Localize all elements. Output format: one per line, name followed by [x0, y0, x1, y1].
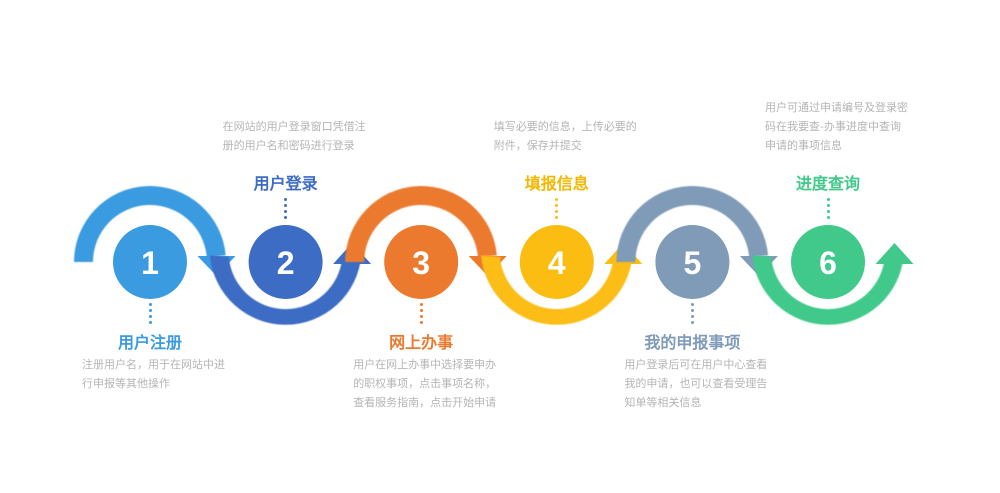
- dotted-connector: [690, 303, 694, 327]
- step-number: 6: [819, 245, 837, 281]
- step-number: 3: [412, 245, 430, 281]
- step-title-4: 填报信息: [524, 174, 589, 193]
- step-circle-6: [791, 225, 865, 299]
- flow-arc-2: [209, 255, 362, 325]
- step-title-3: 网上办事: [389, 333, 454, 352]
- flow-arc-5: [616, 186, 769, 262]
- step-title-6: 进度查询: [795, 174, 860, 193]
- dotted-connector: [148, 303, 152, 327]
- step-description-1: 注册用户名，用于在网站中进行申报等其他操作: [82, 358, 225, 390]
- step-circle-1: [113, 225, 187, 299]
- flow-arc-3: [345, 186, 497, 262]
- step-number: 2: [277, 245, 295, 281]
- step-description-2: 在网站的用户登录窗口凭借注册的用户名和密码进行登录: [222, 120, 366, 152]
- step-circle-2: [248, 225, 323, 299]
- step-number: 1: [141, 245, 159, 281]
- dotted-connector: [826, 198, 830, 222]
- step-number: 4: [548, 245, 566, 281]
- step-description-3: 用户在网上办事中选择要申办的职权事项，点击事项名称，查看服务指南，点击开始申请: [353, 358, 497, 409]
- dotted-connector: [284, 198, 288, 222]
- step-description-6: 用户可通过申请编号及登录密码在我要查-办事进度中查询申请的事项信息: [765, 101, 908, 152]
- step-title-1: 用户注册: [117, 333, 182, 352]
- dotted-connector: [419, 303, 423, 327]
- flow-arc-1: [74, 185, 226, 262]
- flow-arc-6: [752, 255, 904, 325]
- step-circle-3: [384, 225, 459, 299]
- step-description-5: 用户登录后可在用户中心查看我的申请，也可以查看受理告知单等相关信息: [624, 358, 768, 409]
- step-title-2: 用户登录: [253, 174, 318, 193]
- flow-arc-4: [481, 255, 633, 325]
- step-description-4: 填写必要的信息，上传必要的附件，保存并提交: [493, 120, 637, 152]
- dotted-connector: [555, 198, 559, 222]
- step-title-5: 我的申报事项: [644, 333, 741, 352]
- step-circle-5: [655, 225, 730, 299]
- step-number: 5: [684, 245, 702, 281]
- arrowhead-icon: [875, 243, 914, 264]
- step-circle-4: [519, 225, 594, 299]
